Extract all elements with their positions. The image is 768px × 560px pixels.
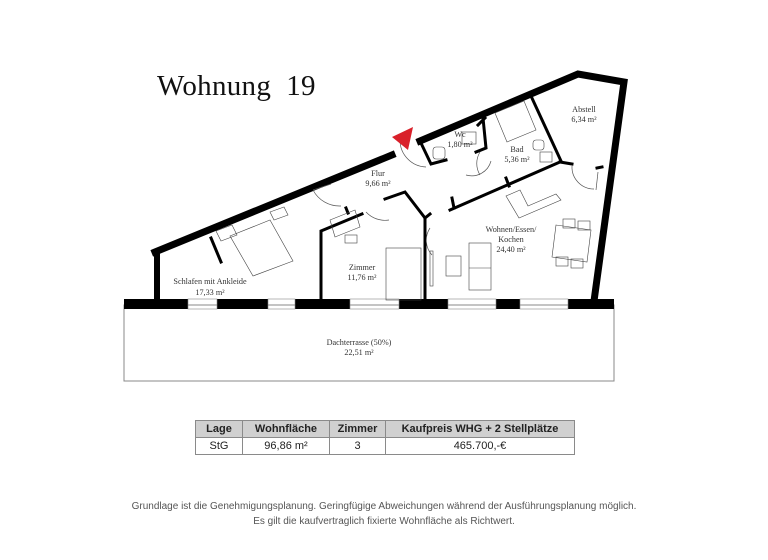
room-label-flur: Flur <box>371 169 385 178</box>
sofa <box>468 242 492 291</box>
exterior-walls <box>150 70 628 305</box>
cell-zimmer: 3 <box>329 437 386 455</box>
disclaimer: Grundlage ist die Genehmigungsplanung. G… <box>0 499 768 529</box>
entrance-marker-icon <box>392 127 413 150</box>
cell-wohnflaeche: 96,86 m² <box>242 437 330 455</box>
interior-walls <box>209 94 604 302</box>
header-kaufpreis: Kaufpreis WHG + 2 Stellplätze <box>385 420 575 438</box>
room-label-zimmer: Zimmer <box>349 263 376 272</box>
room-area-bad: 5,36 m² <box>504 155 530 164</box>
room-label-schlafen: Schlafen mit Ankleide <box>173 277 247 286</box>
disclaimer-line-2: Es gilt die kaufvertraglich fixierte Woh… <box>253 516 515 527</box>
room-area-schlafen: 17,33 m² <box>195 288 225 297</box>
room-area-abstell: 6,34 m² <box>571 115 597 124</box>
room-area-dachterrasse: 22,51 m² <box>344 348 374 357</box>
room-area-wc: 1,80 m² <box>447 140 473 149</box>
desk <box>329 209 361 238</box>
room-label-bad: Bad <box>510 145 523 154</box>
cell-kaufpreis: 465.700,-€ <box>385 437 575 455</box>
door-swings <box>312 139 599 256</box>
cell-lage: StG <box>195 437 243 455</box>
room-area-zimmer: 11,76 m² <box>348 273 378 282</box>
room-area-wohnen: 24,40 m² <box>496 245 526 254</box>
room-label-wohnen: Wohnen/Essen/ <box>486 225 537 234</box>
bed <box>229 219 294 277</box>
floor-plan: Schlafen mit Ankleide 17,33 m² Flur 9,66… <box>123 70 628 382</box>
bathtub <box>494 100 537 143</box>
room-label-wc: Wc <box>454 130 466 139</box>
room-labels: Schlafen mit Ankleide 17,33 m² Flur 9,66… <box>173 105 597 357</box>
coffee-table <box>445 255 462 277</box>
dining-table <box>551 224 592 263</box>
header-wohnflaeche: Wohnfläche <box>242 420 330 438</box>
info-table: Lage Wohnfläche Zimmer Kaufpreis WHG + 2… <box>195 420 575 455</box>
furniture <box>215 100 592 301</box>
room-label-kochen: Kochen <box>498 235 523 244</box>
room-area-flur: 9,66 m² <box>365 179 391 188</box>
apartment-title: Wohnung 19 <box>157 70 316 102</box>
room-label-abstell: Abstell <box>572 105 596 114</box>
header-lage: Lage <box>195 420 243 438</box>
disclaimer-line-1: Grundlage ist die Genehmigungsplanung. G… <box>131 501 637 512</box>
room-label-dachterrasse: Dachterrasse (50%) <box>327 338 392 347</box>
wardrobe <box>385 247 422 301</box>
terrace-area <box>123 304 615 382</box>
table-header-row: Lage Wohnfläche Zimmer Kaufpreis WHG + 2… <box>195 420 575 438</box>
header-zimmer: Zimmer <box>329 420 386 438</box>
window-openings <box>187 298 569 310</box>
table-row: StG 96,86 m² 3 465.700,-€ <box>195 437 575 455</box>
